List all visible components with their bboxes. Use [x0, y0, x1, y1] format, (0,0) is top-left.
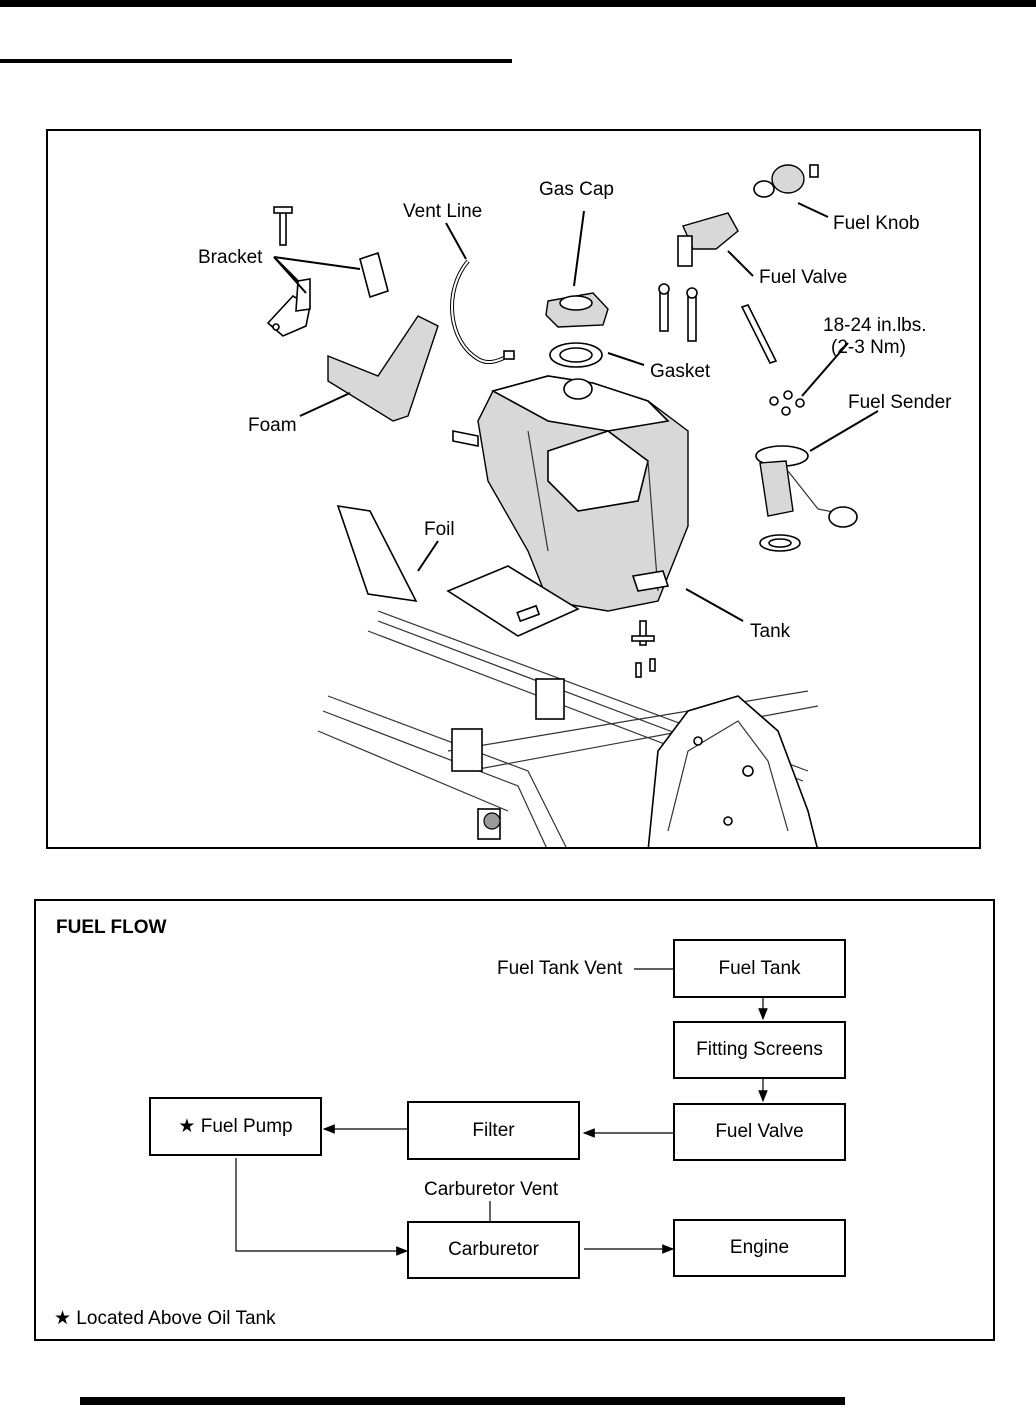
fuel-sender-part	[755, 390, 858, 552]
box-fuel-tank: Fuel Tank	[673, 939, 846, 998]
title-underline	[0, 59, 512, 63]
carburetor-vent-label: Carburetor Vent	[424, 1179, 559, 1200]
box-fuel-pump: ★ Fuel Pump	[149, 1097, 322, 1156]
gas-cap-part	[545, 292, 609, 368]
fuel-flow-chart: FUEL FLOW Fuel Tank Vent Carburetor Vent…	[34, 899, 995, 1341]
bottom-rule	[80, 1397, 845, 1405]
box-filter: Filter	[407, 1101, 580, 1160]
tank-mount-hardware	[631, 620, 656, 678]
flow-connectors	[235, 968, 768, 1256]
label-torque-inlbs: 18-24 in.lbs.	[823, 315, 927, 336]
label-bracket: Bracket	[198, 247, 263, 268]
box-carburetor: Carburetor	[407, 1221, 580, 1279]
label-foam: Foam	[248, 415, 297, 436]
vent-line-part	[450, 259, 515, 365]
fuel-knob-part	[753, 164, 819, 198]
arrow-pump-to-carburetor	[235, 1158, 409, 1256]
exploded-view-drawing: Gas Cap Vent Line Fuel Knob Bracket Fuel…	[198, 164, 952, 847]
foam-part	[327, 315, 439, 422]
fuel-tank-vent-label: Fuel Tank Vent	[497, 958, 623, 979]
label-vent-line: Vent Line	[403, 201, 482, 222]
callout-leaders	[273, 202, 879, 622]
fuel-flow-title: FUEL FLOW	[56, 917, 167, 938]
label-fuel-valve: Fuel Valve	[759, 267, 847, 288]
fuel-system-exploded-diagram: Gas Cap Vent Line Fuel Knob Bracket Fuel…	[46, 129, 981, 849]
fuel-valve-part	[658, 212, 778, 364]
box-engine: Engine	[673, 1219, 846, 1277]
label-gas-cap: Gas Cap	[539, 179, 614, 200]
fuel-tank-part	[452, 375, 689, 612]
box-fuel-valve: Fuel Valve	[673, 1103, 846, 1161]
label-fuel-knob: Fuel Knob	[833, 213, 920, 234]
label-gasket: Gasket	[650, 361, 711, 382]
foil-parts	[336, 505, 580, 637]
top-rule	[0, 0, 1036, 7]
label-tank: Tank	[750, 621, 791, 642]
box-fitting-screens: Fitting Screens	[673, 1021, 846, 1079]
label-fuel-sender: Fuel Sender	[848, 392, 952, 413]
label-foil: Foil	[424, 519, 455, 540]
footnote-located-above-oil-tank: ★ Located Above Oil Tank	[54, 1308, 276, 1329]
label-torque-nm: (2-3 Nm)	[831, 337, 906, 358]
chassis-frame	[317, 610, 819, 847]
